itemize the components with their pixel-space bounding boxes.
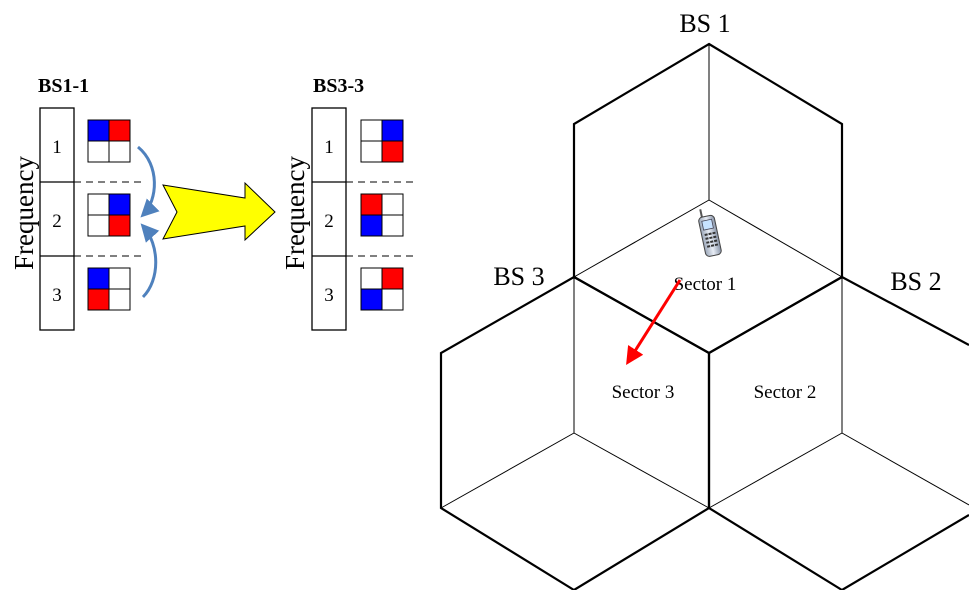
sector-lines [440, 44, 969, 509]
resource-block-red [87, 288, 110, 311]
left-band-label-3: 3 [52, 285, 62, 306]
resource-block-white [108, 288, 131, 311]
resource-block-white [87, 193, 110, 216]
resource-block-red [360, 193, 383, 216]
handover-arrow-icon [626, 279, 682, 366]
bs1-cell [572, 42, 844, 355]
reuse-curve-arrow [137, 145, 160, 218]
resource-block-red [108, 214, 131, 237]
resource-block-blue [360, 288, 383, 311]
right-panel-title: BS3-3 [313, 75, 364, 97]
bs3-label: BS 3 [493, 262, 544, 291]
left-resource-grids [87, 119, 131, 311]
mobile-phone-icon [698, 209, 722, 257]
sector2-label: Sector 2 [754, 382, 817, 403]
bs1-label: BS 1 [679, 9, 730, 38]
sector3-label: Sector 3 [612, 382, 675, 403]
resource-block-white [360, 267, 383, 290]
resource-block-white [108, 140, 131, 163]
bs2-label: BS 2 [890, 267, 941, 296]
resource-block-red [381, 140, 404, 163]
right-band-label-2: 2 [324, 211, 334, 232]
resource-block-white [87, 214, 110, 237]
right-arrow-icon [162, 181, 276, 242]
resource-block-blue [360, 214, 383, 237]
right-resource-grids [360, 119, 404, 311]
resource-block-blue [87, 267, 110, 290]
sector1-label: Sector 1 [674, 274, 737, 295]
cell-map [439, 42, 969, 590]
resource-block-blue [108, 193, 131, 216]
right-band-label-3: 3 [324, 285, 334, 306]
resource-block-white [381, 214, 404, 237]
resource-block-white [381, 288, 404, 311]
left-panel-title: BS1-1 [38, 75, 89, 97]
resource-block-white [87, 140, 110, 163]
bs2-cell [707, 275, 969, 590]
reuse-curve-arrow [140, 223, 160, 299]
left-band-label-1: 1 [52, 137, 62, 158]
right-frequency-bar [311, 107, 347, 331]
resource-block-white [381, 193, 404, 216]
resource-block-white [108, 267, 131, 290]
resource-block-red [381, 267, 404, 290]
left-frequency-panel: BS1-1 Frequency 1 2 3 [9, 75, 160, 331]
resource-block-red [108, 119, 131, 142]
resource-block-white [360, 140, 383, 163]
left-band-label-2: 2 [52, 211, 62, 232]
left-frequency-bar [39, 107, 75, 331]
resource-block-blue [381, 119, 404, 142]
resource-block-white [360, 119, 383, 142]
right-band-label-1: 1 [324, 137, 334, 158]
left-axis-label: Frequency [9, 156, 39, 270]
resource-block-blue [87, 119, 110, 142]
right-axis-label: Frequency [280, 156, 310, 270]
right-frequency-panel: BS3-3 Frequency 1 2 3 [280, 75, 416, 331]
